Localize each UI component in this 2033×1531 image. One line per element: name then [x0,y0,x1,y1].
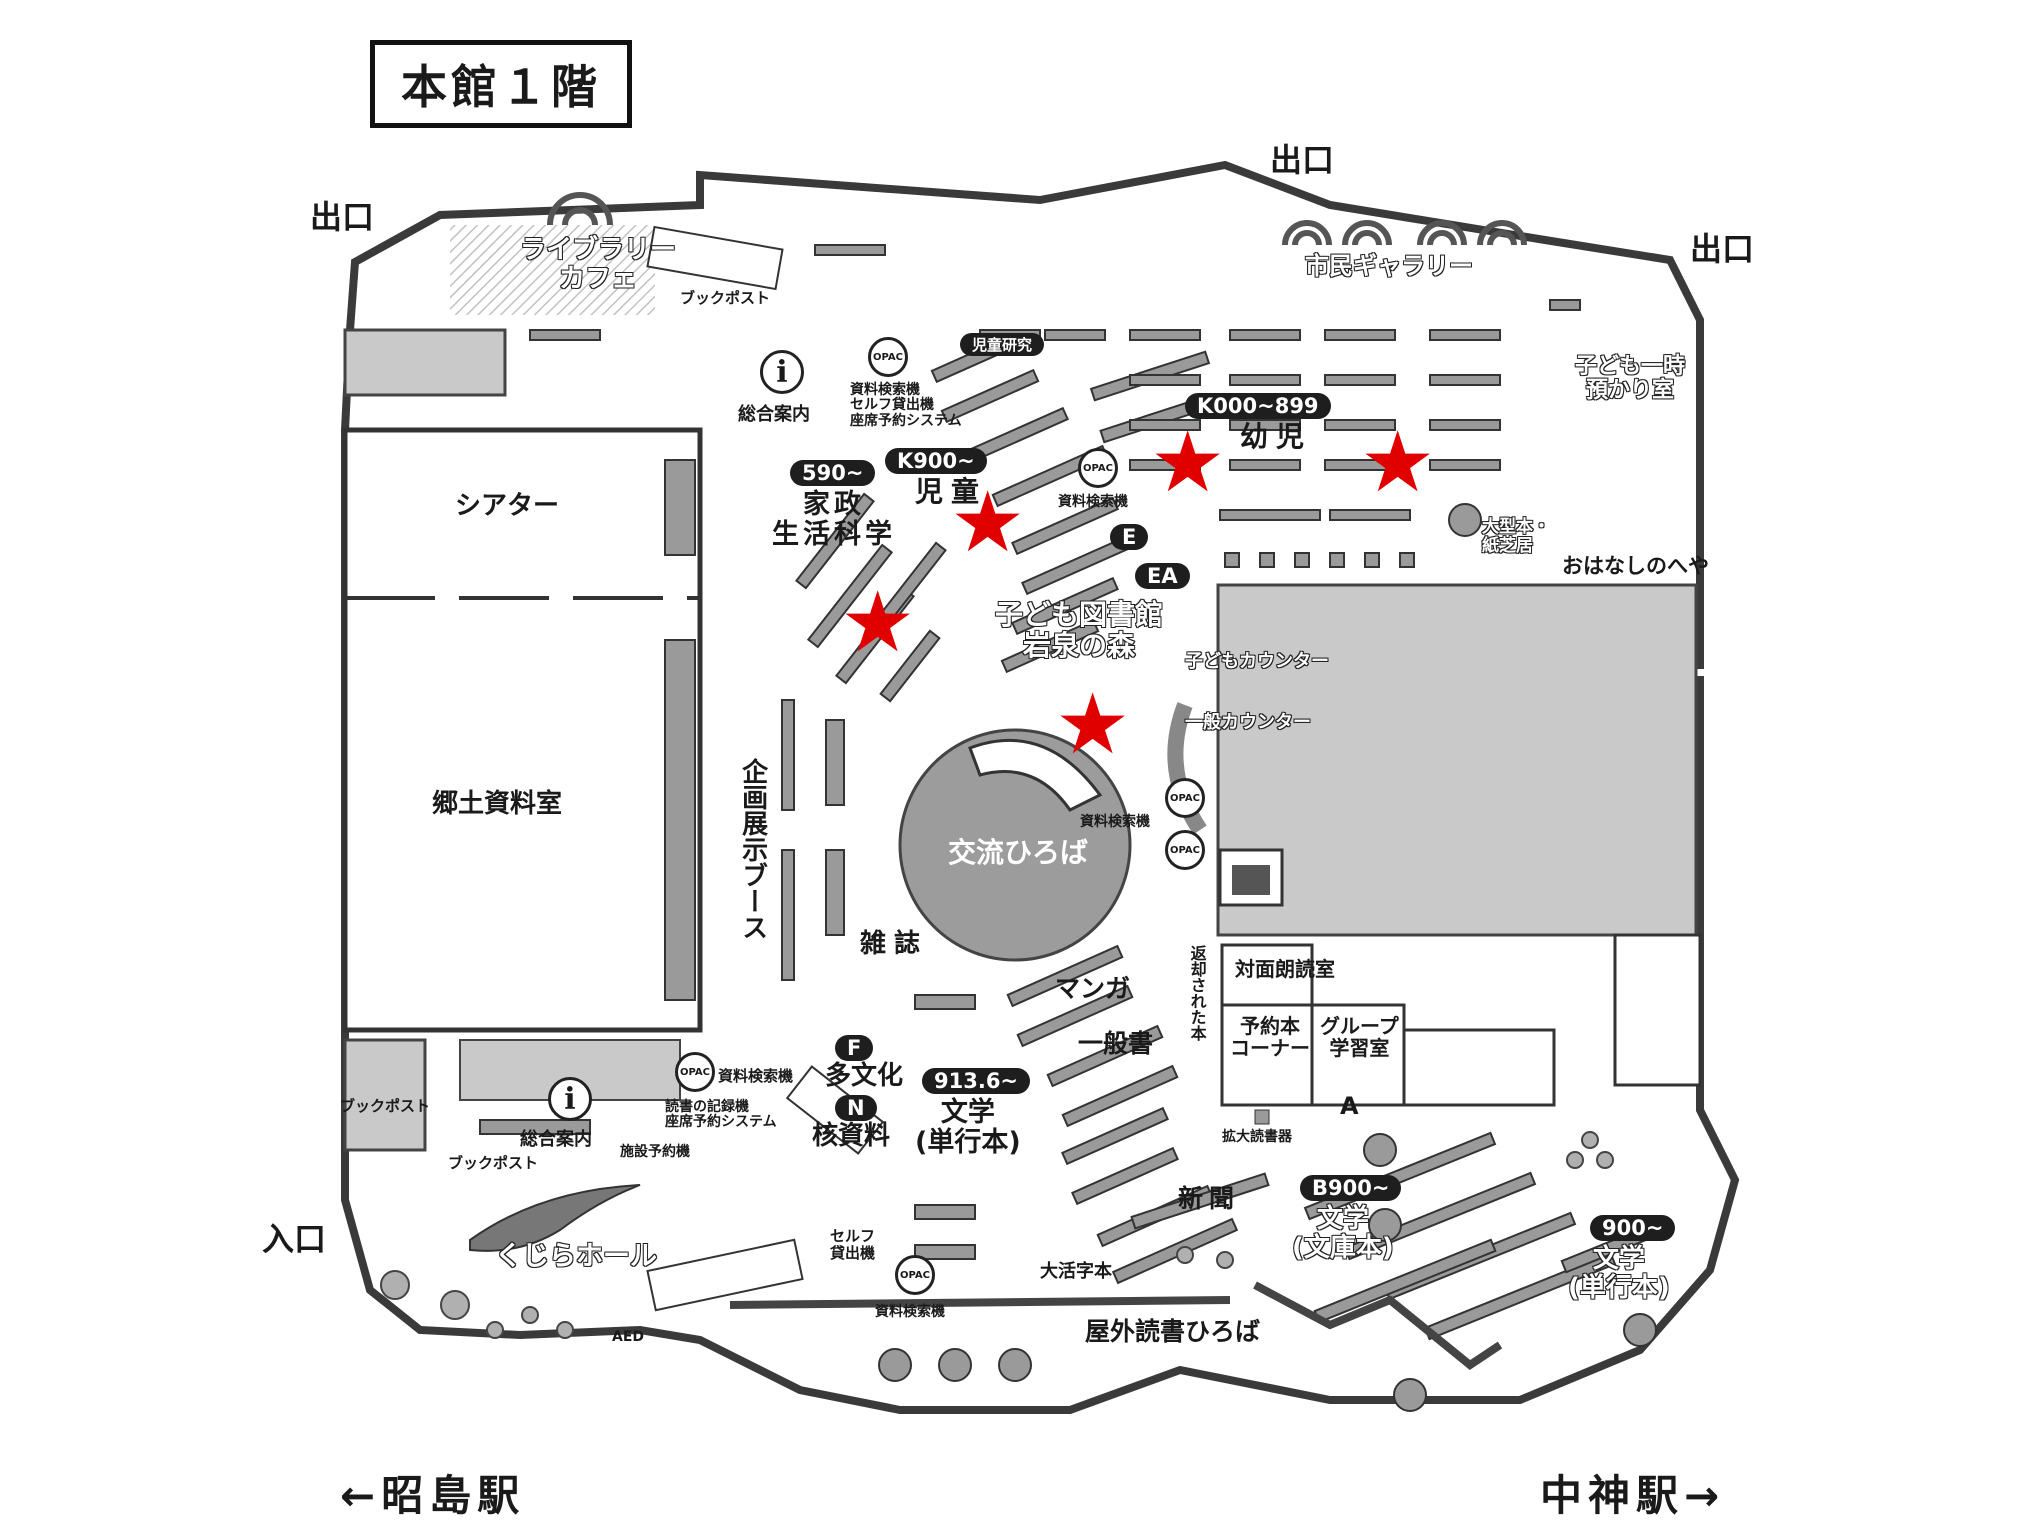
staff-area-right [1216,583,1698,937]
section-a-marker: A [1340,1092,1359,1120]
exhibition-shelves [781,699,845,981]
bottom-stairs [646,1238,804,1312]
search-kiosk-label-bottom: 資料検索機 [875,1304,945,1320]
left-arrow-icon: ← [340,1471,382,1520]
section-magazines-label: 雑誌 [860,929,929,959]
top-stairs [646,225,784,291]
theater-block [342,427,703,1033]
exit-label-top: 出口 [1270,141,1335,179]
children-library-label: 子ども図書館 岩泉の森 [994,598,1164,662]
section-children-label: 児童 [915,475,988,508]
opac-kiosk-icon-top[interactable]: OPAC [868,337,908,377]
book-post-top-label: ブックポスト [680,289,771,307]
magnifier-label: 拡大読書器 [1222,1129,1292,1145]
section-k900: K900~ [885,448,987,474]
section-general-books-label: 一般書 [1078,1029,1154,1058]
infant-shelves [1129,299,1581,568]
section-913-6: 913.6~ [922,1068,1031,1094]
whale-silhouette [469,1184,641,1252]
entrance-label: 入口 [262,1220,327,1258]
highlight-star: ★ [1055,675,1131,773]
section-k000: K000~899 [1185,393,1331,419]
reading-record-label: 読書の記録機 座席予約システム [665,1099,777,1131]
opac-kiosk-icon-center-2[interactable]: OPAC [1165,830,1205,870]
exhibition-booth-label: 企画展示ブース [737,758,768,940]
info-icon-bottom[interactable]: i [548,1077,592,1121]
section-lit-hardcover-2-label: 文学 (単行本) [1567,1244,1670,1303]
whale-hall-label: くじらホール [494,1241,658,1272]
info-icon-top[interactable]: i [760,350,804,394]
aed-label: AED [612,1329,645,1345]
kids-counter-label: 子どもカウンター [1184,651,1330,672]
opac-top-description: 資料検索機 セルフ貸出機 座席予約システム [850,382,962,429]
general-shelves [479,944,1670,1341]
section-home-ec-label: 家政 生活科学 [772,489,896,550]
gallery-arches [547,192,1527,246]
facility-booking-label: 施設予約機 [620,1144,690,1160]
staff-area-left-bottom [343,1038,427,1152]
station-right-name: 中神駅 [1540,1471,1685,1520]
plaza-label: 交流ひろば [948,836,1089,869]
local-archive-label: 郷土資料室 [432,789,563,819]
exit-label-left: 出口 [310,198,375,236]
large-books-label: 大型本・ 紙芝居 [1481,517,1551,556]
search-kiosk-label-bottom-left: 資料検索機 [718,1067,794,1085]
section-f: F [835,1035,874,1061]
floor-title: 本館１階 [370,40,632,128]
right-arrow-icon: → [1684,1471,1726,1520]
group-room-label: グループ 学習室 [1320,1014,1399,1060]
book-post-left-label: ブックポスト [340,1097,431,1115]
section-newspapers-label: 新聞 [1178,1184,1241,1213]
opac-kiosk-icon-bottom-left[interactable]: OPAC [675,1052,715,1092]
search-kiosk-label-children: 資料検索機 [1058,494,1128,510]
tables [878,503,1657,1412]
section-lit-hardcover-label: 文学 (単行本) [915,1097,1021,1158]
general-info-label-bottom: 総合案内 [520,1129,592,1150]
station-right: 中神駅→ [1540,1462,1725,1523]
highlight-star: ★ [840,573,916,671]
outdoor-plaza-label: 屋外読書ひろば [1085,1317,1261,1346]
book-post-bottom-label: ブックポスト [448,1154,539,1172]
search-kiosk-label-center: 資料検索機 [1080,814,1150,830]
section-multicultural-label: 多文化 [825,1061,904,1091]
section-nuclear-label: 核資料 [812,1121,891,1151]
section-ea: EA [1135,563,1190,589]
theater-label: シアター [455,491,560,521]
storytelling-room-label: おはなしのへや [1562,554,1709,578]
highlight-star: ★ [1360,413,1436,511]
opac-kiosk-icon-bottom[interactable]: OPAC [895,1255,935,1295]
general-counter-label: 一般カウンター [1184,712,1312,733]
hatched-entry [450,225,655,315]
section-e: E [1110,524,1149,550]
section-manga-label: マンガ [1055,974,1131,1003]
section-lit-bunko-label: 文学 (文庫本) [1291,1204,1394,1263]
exit-label-right: 出口 [1690,230,1755,268]
cafe-label: ライブラリー カフェ [519,235,677,294]
section-children-research: 児童研究 [960,333,1045,356]
section-900: 900~ [1590,1215,1676,1241]
reading-rooms [1220,933,1702,1107]
reserve-corner-label: 予約本 コーナー [1230,1014,1310,1060]
highlight-star: ★ [1150,413,1226,511]
section-590: 590~ [790,460,876,486]
highlight-star: ★ [950,473,1026,571]
station-left-name: 昭島駅 [381,1471,526,1520]
returned-books-label: 返却された本 [1187,945,1207,1041]
reading-room-label: 対面朗読室 [1235,957,1335,981]
section-b900: B900~ [1300,1175,1402,1201]
childcare-room-label: 子ども一時 預かり室 [1574,354,1686,404]
general-info-label-top: 総合案内 [738,404,810,425]
section-large-print-label: 大活字本 [1040,1261,1112,1282]
section-infants-label: 幼児 [1240,420,1313,453]
station-left: ←昭島駅 [340,1462,525,1523]
self-checkout-label: セルフ 貸出機 [830,1227,876,1262]
plants [380,1131,1614,1339]
staff-area-left-top [343,328,507,397]
opac-kiosk-icon-center-1[interactable]: OPAC [1165,778,1205,818]
gallery-label: 市民ギャラリー [1304,252,1474,280]
opac-kiosk-icon-children[interactable]: OPAC [1078,448,1118,488]
section-n: N [835,1095,877,1121]
